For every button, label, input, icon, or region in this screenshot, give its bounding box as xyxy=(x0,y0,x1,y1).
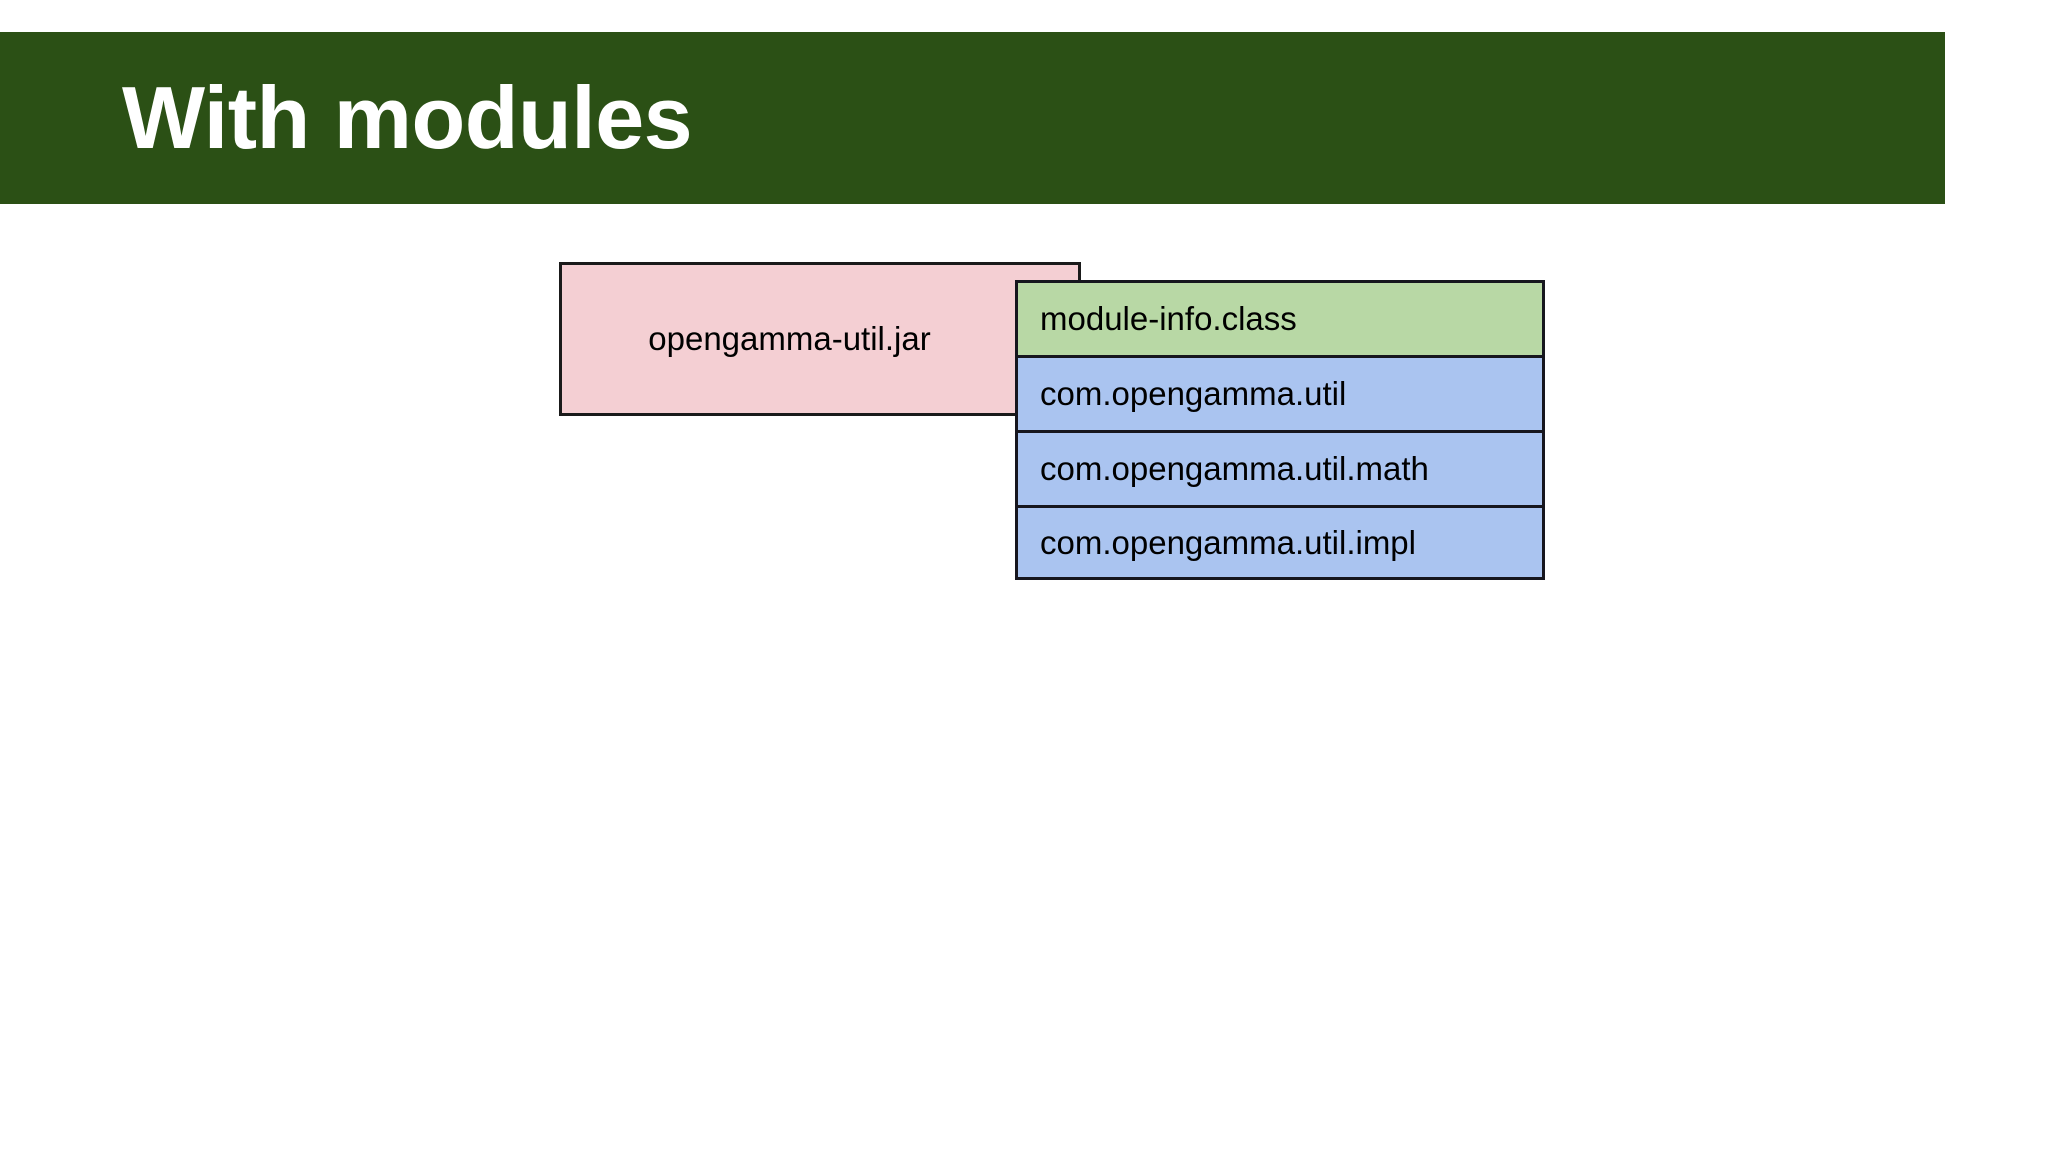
page-title: With modules xyxy=(122,68,693,167)
title-banner: With modules xyxy=(0,32,1945,204)
list-item-package-util: com.opengamma.util xyxy=(1015,355,1545,430)
package-label: com.opengamma.util.impl xyxy=(1040,523,1416,561)
list-item-module-info: module-info.class xyxy=(1015,280,1545,355)
jar-box: opengamma-util.jar xyxy=(559,262,1081,416)
package-label: com.opengamma.util xyxy=(1040,375,1347,412)
jar-label: opengamma-util.jar xyxy=(648,320,931,357)
package-label: com.opengamma.util.math xyxy=(1040,450,1429,487)
jar-contents-list: module-info.class com.opengamma.util com… xyxy=(1015,280,1545,580)
list-item-package-util-math: com.opengamma.util.math xyxy=(1015,430,1545,505)
list-item-package-util-impl: com.opengamma.util.impl xyxy=(1015,505,1545,580)
module-info-label: module-info.class xyxy=(1040,300,1297,337)
